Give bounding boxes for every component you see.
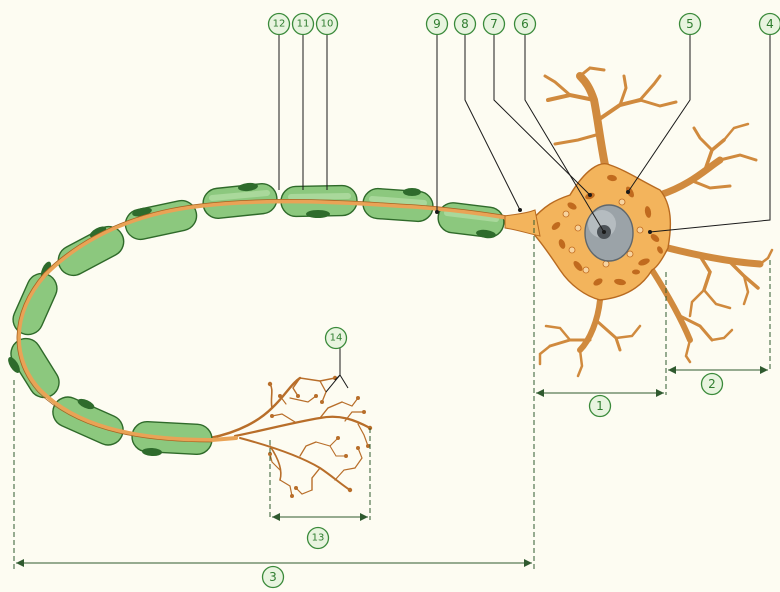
label-6: 6 — [515, 14, 536, 35]
label-3: 3 — [263, 567, 284, 588]
label-5: 5 — [680, 14, 701, 35]
label-11: 11 — [293, 14, 314, 35]
svg-text:4: 4 — [766, 17, 774, 31]
label-2: 2 — [702, 374, 723, 395]
label-8: 8 — [455, 14, 476, 35]
svg-text:13: 13 — [312, 533, 325, 544]
label-13: 13 — [308, 528, 329, 549]
svg-text:7: 7 — [490, 17, 498, 31]
label-4: 4 — [760, 14, 780, 35]
svg-text:8: 8 — [461, 17, 469, 31]
svg-text:10: 10 — [321, 19, 334, 30]
svg-text:12: 12 — [273, 19, 286, 30]
svg-text:6: 6 — [521, 17, 529, 31]
svg-text:14: 14 — [330, 333, 343, 344]
svg-text:3: 3 — [269, 570, 277, 584]
svg-text:5: 5 — [686, 17, 694, 31]
svg-text:1: 1 — [596, 399, 604, 413]
svg-text:2: 2 — [708, 377, 716, 391]
svg-text:11: 11 — [297, 19, 310, 30]
label-14: 14 — [326, 328, 347, 349]
label-9: 9 — [427, 14, 448, 35]
label-1: 1 — [590, 396, 611, 417]
label-12: 12 — [269, 14, 290, 35]
label-7: 7 — [484, 14, 505, 35]
svg-text:9: 9 — [433, 17, 441, 31]
label-10: 10 — [317, 14, 338, 35]
